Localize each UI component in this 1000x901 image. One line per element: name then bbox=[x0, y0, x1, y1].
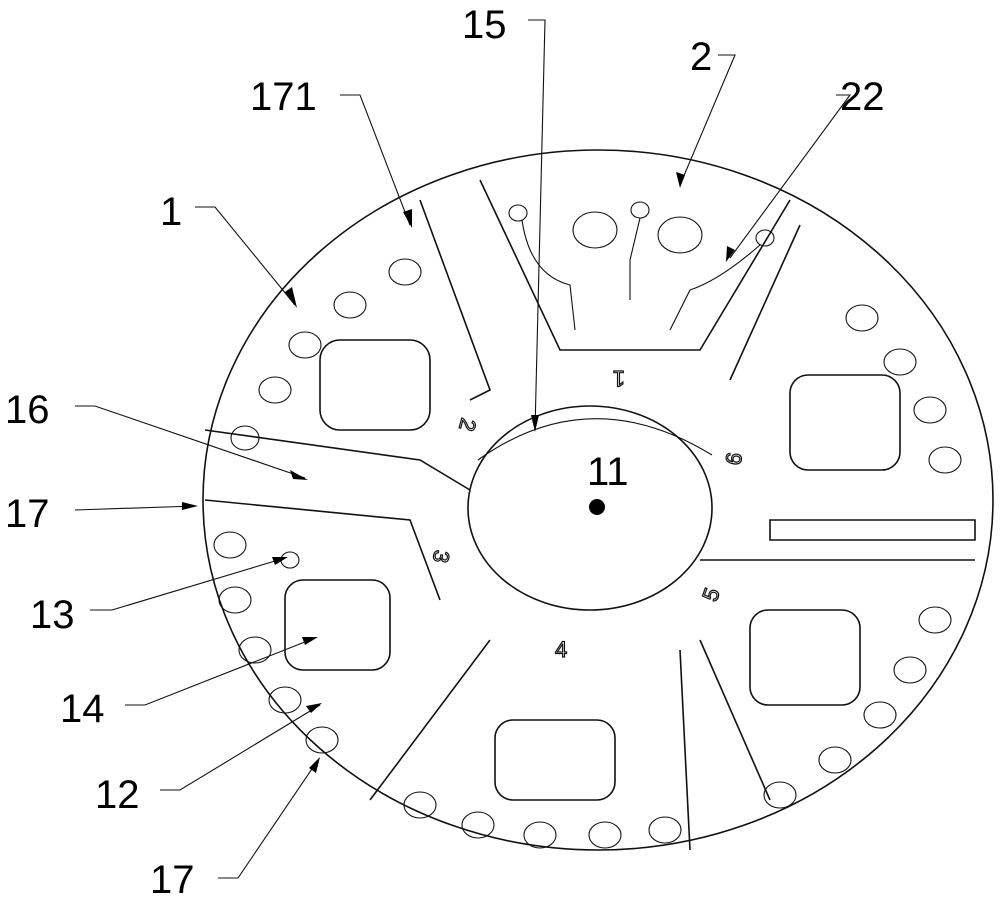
engraved-numbers: 1 2 3 4 5 6 bbox=[427, 365, 748, 662]
label-22: 22 bbox=[840, 75, 885, 119]
pocket-right bbox=[789, 374, 901, 471]
reference-labels: 15 2 171 22 1 16 11 17 13 14 12 17 bbox=[5, 3, 885, 901]
center-hole-rim bbox=[477, 418, 713, 461]
label-2: 2 bbox=[690, 35, 712, 79]
holes bbox=[213, 201, 962, 849]
center-hole bbox=[467, 405, 713, 611]
spoke-lower-right bbox=[679, 649, 691, 851]
disc bbox=[202, 149, 994, 851]
pocket-lower-right bbox=[749, 609, 861, 706]
slot-right bbox=[769, 519, 976, 541]
label-15: 15 bbox=[462, 3, 507, 47]
label-17-upper: 17 bbox=[5, 492, 50, 536]
spoke-upper-left bbox=[419, 199, 491, 401]
label-16: 16 bbox=[5, 388, 50, 432]
engraved-number: 1 bbox=[613, 366, 625, 391]
center-point bbox=[589, 499, 605, 515]
pocket-upper-left bbox=[319, 339, 431, 431]
insert-top bbox=[479, 179, 791, 351]
spoke-left bbox=[204, 429, 471, 491]
label-12: 12 bbox=[95, 773, 140, 817]
label-171: 171 bbox=[250, 75, 317, 119]
disc-outline bbox=[202, 149, 994, 851]
label-14: 14 bbox=[60, 687, 105, 731]
spoke-lower-right-2 bbox=[699, 639, 771, 801]
label-11: 11 bbox=[587, 450, 629, 494]
engraved-number: 2 bbox=[454, 416, 481, 434]
label-17-lower: 17 bbox=[150, 858, 195, 901]
engraved-number: 4 bbox=[555, 637, 567, 662]
engraved-number: 5 bbox=[697, 584, 725, 604]
label-1: 1 bbox=[160, 190, 182, 234]
spokes bbox=[204, 179, 976, 851]
engraved-number: 3 bbox=[428, 548, 455, 564]
pocket-bottom bbox=[494, 719, 616, 801]
spoke-lower-left bbox=[369, 639, 491, 801]
label-13: 13 bbox=[30, 593, 75, 637]
pockets bbox=[284, 339, 901, 801]
pocket-left bbox=[284, 579, 391, 671]
leader-lines bbox=[74, 19, 852, 879]
spoke-left-lower bbox=[204, 499, 441, 601]
spoke-upper-right bbox=[729, 224, 801, 381]
engraved-number: 6 bbox=[720, 451, 747, 467]
